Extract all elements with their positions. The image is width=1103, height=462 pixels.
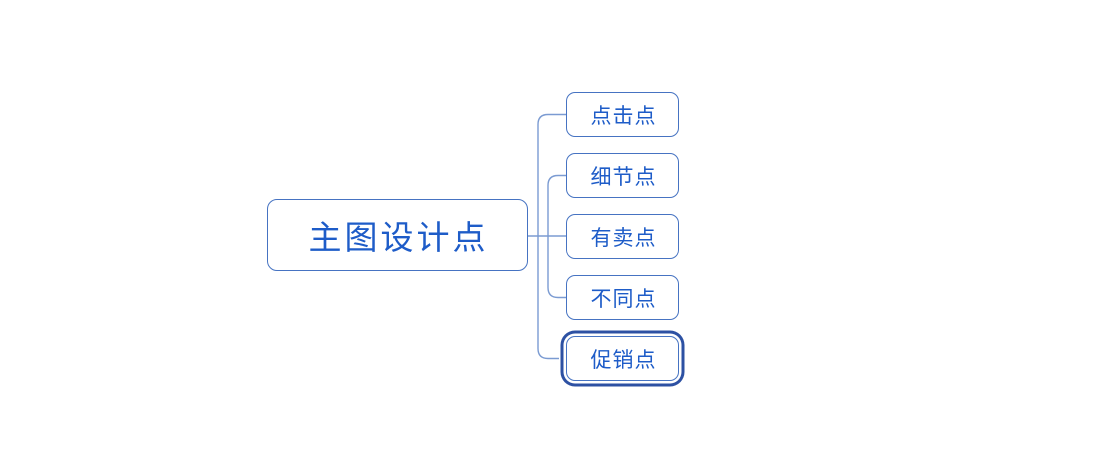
root-node-label: 主图设计点	[308, 219, 489, 256]
child-node-label: 细节点	[590, 165, 657, 189]
child-node-click-point[interactable]: 点击点	[566, 92, 679, 137]
child-node-difference-point[interactable]: 不同点	[566, 275, 679, 320]
child-node-selling-point[interactable]: 有卖点	[566, 214, 679, 259]
child-node-promotion-point-selected[interactable]: 促销点	[566, 336, 679, 381]
root-node[interactable]: 主图设计点	[267, 199, 528, 271]
child-node-label: 有卖点	[590, 226, 657, 250]
connector-inner-bracket	[547, 174, 566, 299]
connector-outer-bracket	[537, 113, 566, 360]
child-node-label: 促销点	[590, 348, 657, 372]
child-node-detail-point[interactable]: 细节点	[566, 153, 679, 198]
child-node-label: 点击点	[590, 104, 657, 128]
child-node-label: 不同点	[590, 287, 657, 311]
